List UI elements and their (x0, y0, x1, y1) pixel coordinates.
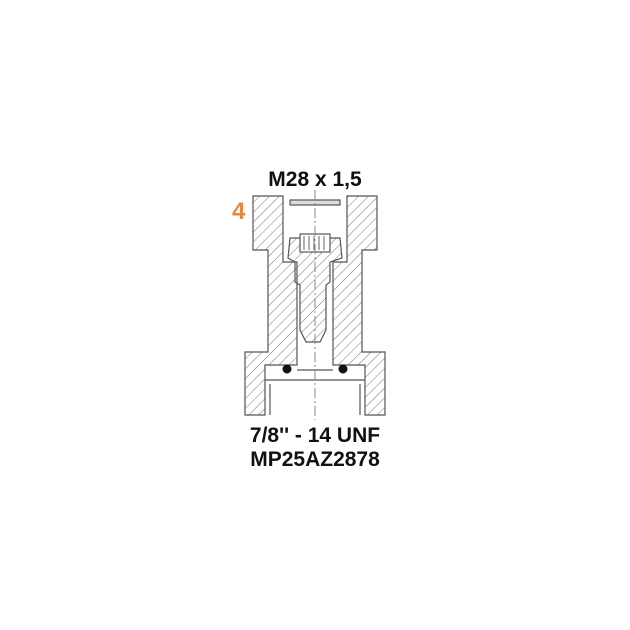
item-number: 4 (232, 198, 246, 225)
o-ring-left (282, 364, 292, 374)
body-left-wall (244, 195, 298, 416)
o-ring-right (338, 364, 348, 374)
bottom-thread-label: 7/8'' - 14 UNF (249, 424, 381, 447)
body-right-wall (332, 195, 386, 416)
part-number-label: MP25AZ2878 (250, 448, 380, 471)
top-thread-label: M28 x 1,5 (268, 168, 362, 191)
knurl-lines (303, 236, 325, 250)
